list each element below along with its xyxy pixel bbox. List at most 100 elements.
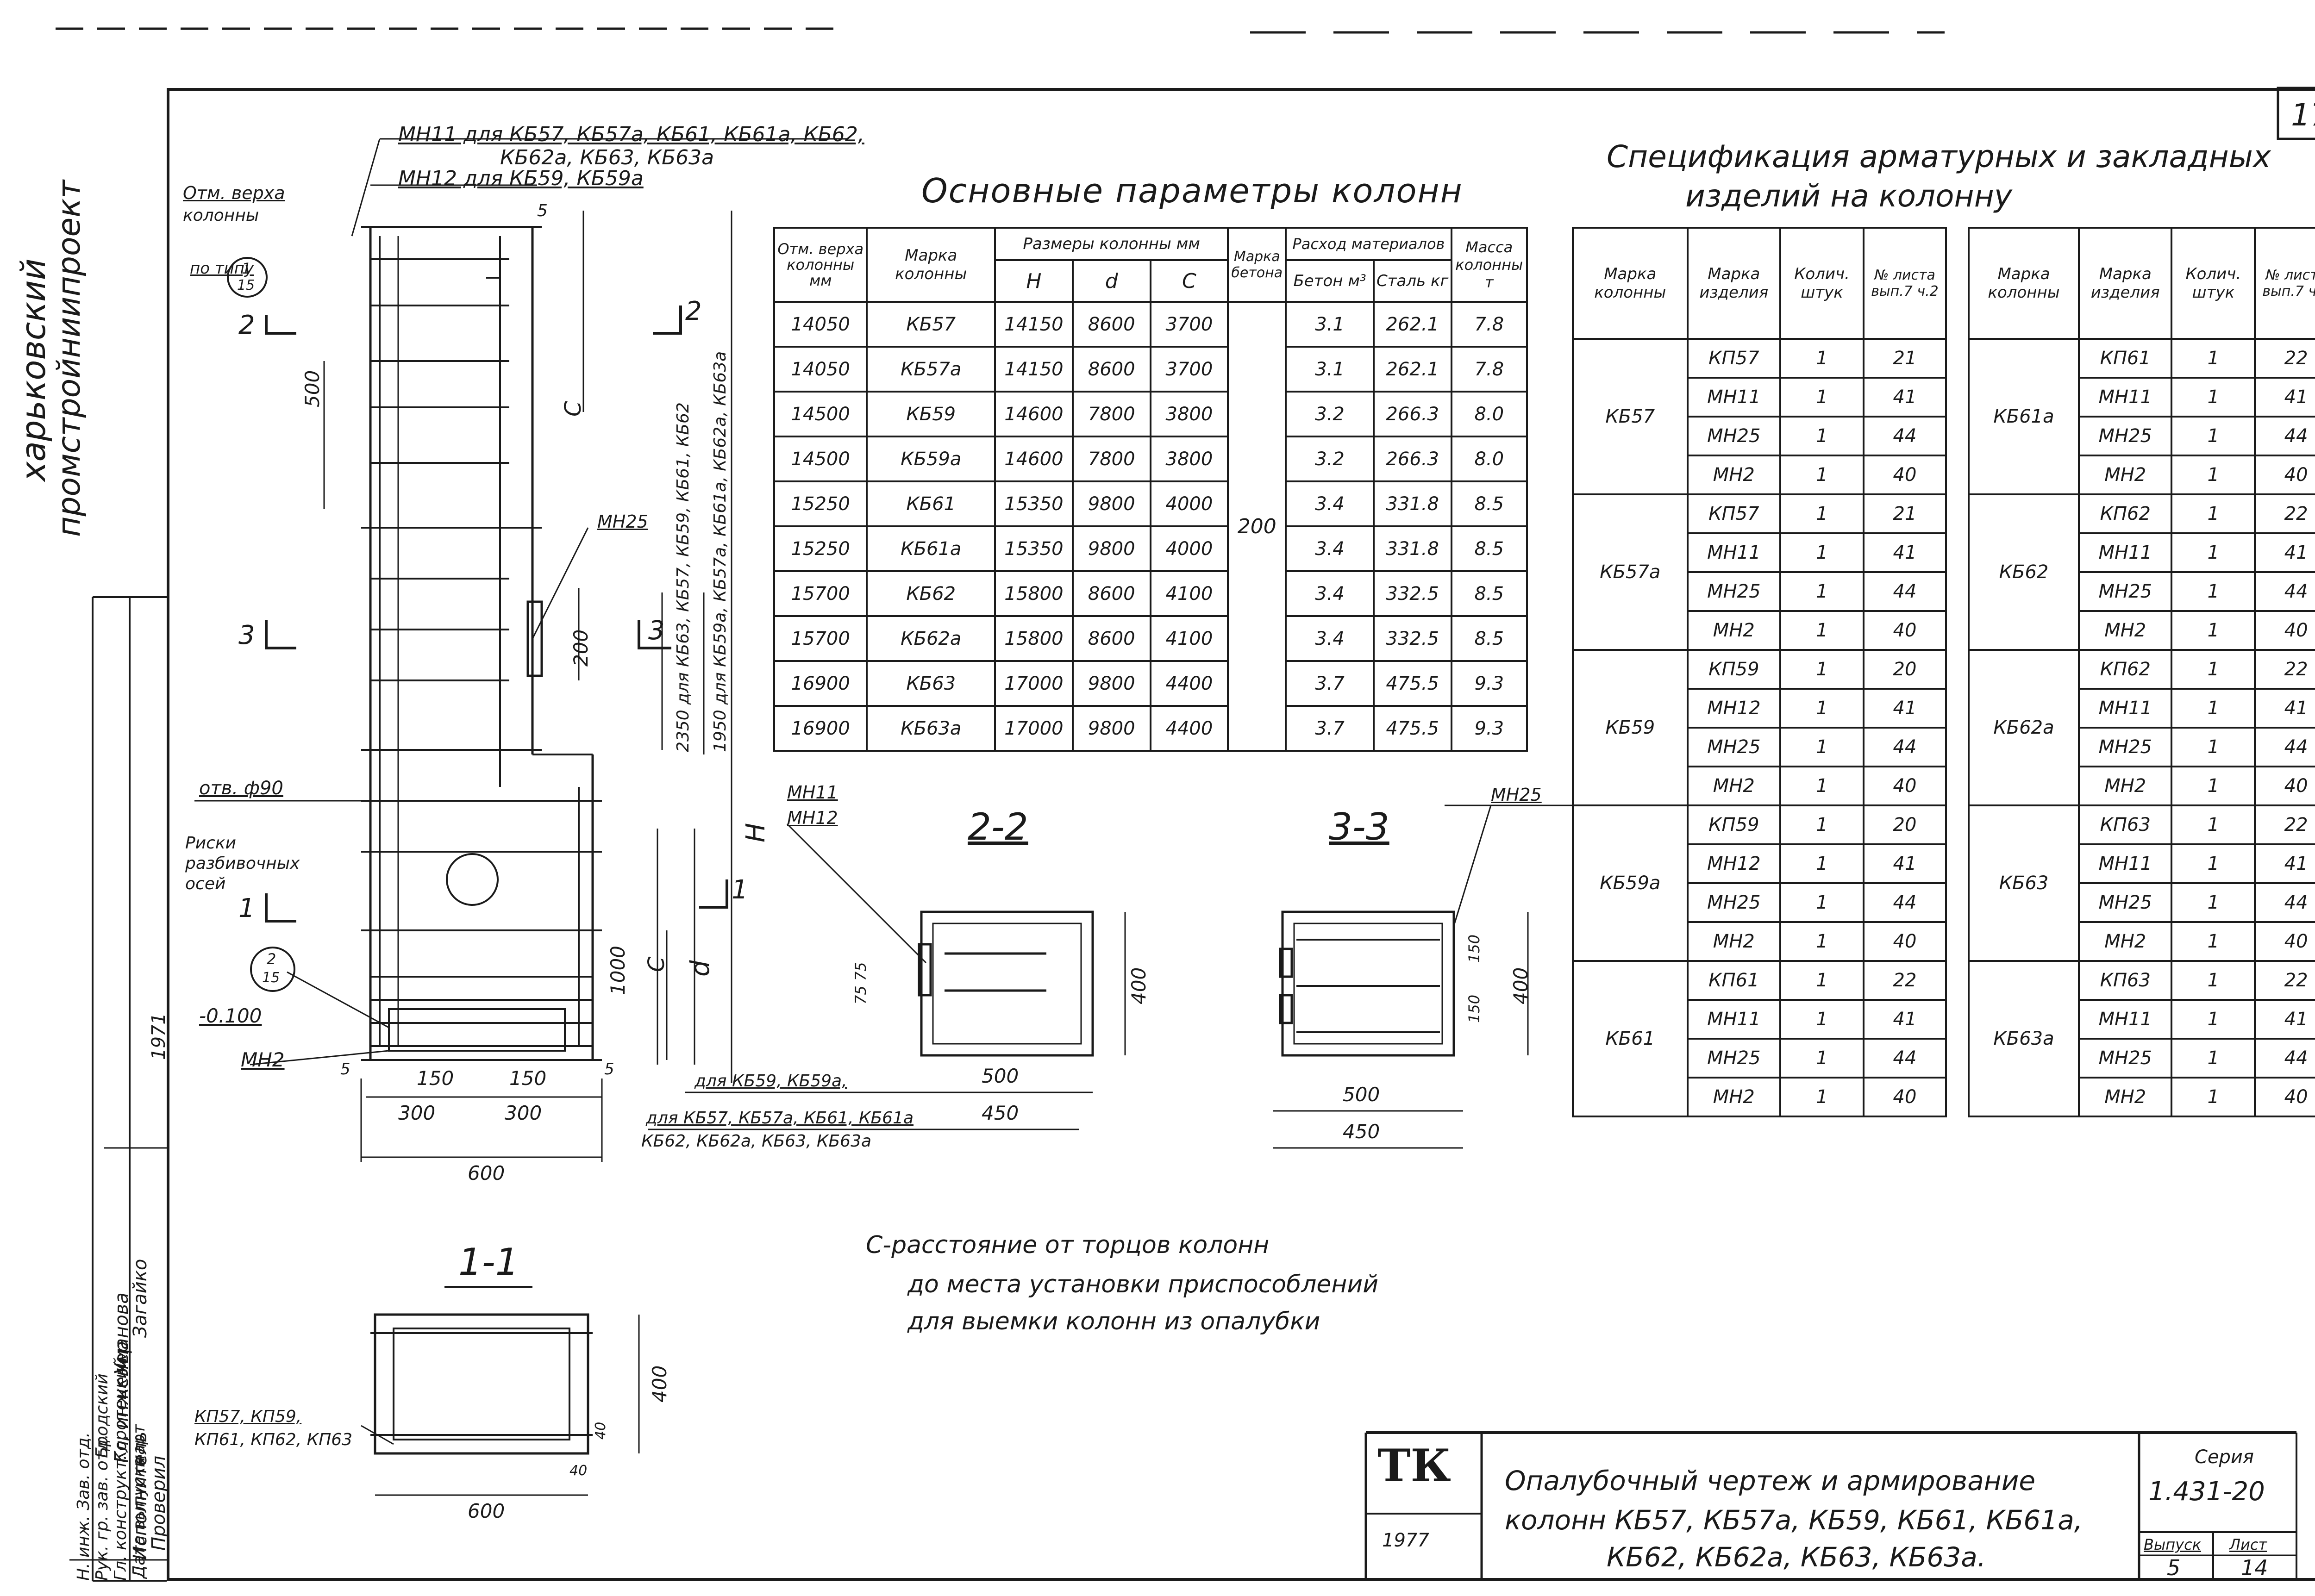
dim-150-b: 150 [509, 1067, 547, 1090]
spec-table-left: Марка колонны Марка изделия Колич. штук … [1572, 227, 1947, 1117]
spec-cell: 41 [1863, 532, 1947, 573]
spec-cell: 1 [2171, 493, 2256, 534]
spec-cell: 1 [1779, 610, 1865, 651]
spec-cell: МН2 [2078, 1077, 2173, 1117]
sheet-frame [167, 88, 2315, 1581]
spec-cell: 1 [2171, 882, 2256, 923]
tb-name-5: Бродский [93, 1373, 112, 1458]
s22-dim-75: 75 75 [852, 962, 870, 1004]
spec-cell: 22 [2254, 804, 2315, 845]
params-cell: 266.3 [1372, 436, 1452, 482]
spec-cell: МН25 [1686, 727, 1782, 767]
params-cell: КБ57 [866, 301, 996, 348]
section-3-3-title: 3-3 [1329, 805, 1389, 848]
params-cell: 9.3 [1450, 660, 1528, 707]
params-cell: КБ61а [866, 525, 996, 572]
params-cell: КБ63а [866, 705, 996, 752]
params-cell: КБ62а [866, 615, 996, 662]
params-cell: 8.0 [1450, 436, 1528, 482]
s33-dim-450: 450 [1343, 1120, 1380, 1143]
s33-dim-500: 500 [1343, 1083, 1380, 1106]
params-cell: 15700 [773, 570, 868, 617]
params-cell: 475.5 [1372, 660, 1452, 707]
spec-cell: 40 [1863, 921, 1947, 962]
spec-cell: МН25 [2078, 882, 2173, 923]
vert-1950-note: 1950 для КБ59а, КБ57а, КБ61а, КБ62а, КБ6… [711, 351, 730, 752]
s11-dim-40-b: 40 [569, 1463, 588, 1479]
section-1-1-title: 1-1 [458, 1241, 519, 1284]
s33-mn25: МН25 [1491, 785, 1542, 805]
params-cell: 8600 [1071, 346, 1151, 393]
spec-cell: 41 [1863, 688, 1947, 729]
params-cell: 3.4 [1285, 525, 1375, 572]
params-cell: 3.7 [1285, 660, 1375, 707]
sh-kolonna-r: Марка колонны [1967, 227, 2080, 340]
s11-kp-1: КП57, КП59, [194, 1407, 302, 1426]
spec-column-mark: КБ59 [1572, 649, 1689, 806]
spec-cell: 1 [2171, 610, 2256, 651]
spec-cell: 1 [2171, 688, 2256, 729]
s22-dim-400: 400 [1127, 967, 1150, 1004]
spec-cell: 1 [1779, 1038, 1865, 1079]
spec-cell: 20 [1863, 804, 1947, 845]
spec-cell: 41 [2254, 843, 2315, 884]
ph-marka: Марка колонны [866, 227, 996, 303]
spec-title-line1: Спецификация арматурных и закладных [1607, 139, 2271, 175]
section-mark-2-right: 2 [685, 296, 702, 326]
dim-200: 200 [569, 629, 592, 667]
spec-cell: МН11 [2078, 843, 2173, 884]
spec-cell: 1 [2171, 1038, 2256, 1079]
params-cell: 3800 [1149, 391, 1229, 437]
spec-cell: 41 [1863, 377, 1947, 418]
params-cell: 332.5 [1372, 570, 1452, 617]
sh-list-r: № листа вып.7 ч.2 [2254, 227, 2315, 340]
params-cell: 8600 [1071, 570, 1151, 617]
params-cell: 3.2 [1285, 436, 1375, 482]
spec-cell: 21 [1863, 493, 1947, 534]
section-mark-3-left: 3 [238, 620, 255, 650]
params-cell: 14600 [994, 436, 1074, 482]
params-cell: 14050 [773, 301, 868, 348]
params-cell: 7.8 [1450, 346, 1528, 393]
params-cell: 4400 [1149, 705, 1229, 752]
params-table: Отм. верха колонны мм Марка колонны Разм… [773, 227, 1528, 752]
spec-cell: МН11 [1686, 999, 1782, 1040]
params-cell: 9800 [1071, 525, 1151, 572]
sh-list-l: № листа вып.7 ч.2 [1863, 227, 1947, 340]
ph-H: H [994, 259, 1074, 303]
sh-izdelie-l: Марка изделия [1686, 227, 1782, 340]
spec-cell: 1 [1779, 1077, 1865, 1117]
spec-cell: 1 [1779, 921, 1865, 962]
spec-cell: МН2 [2078, 455, 2173, 495]
spec-cell: МН12 [1686, 843, 1782, 884]
params-cell: 4000 [1149, 480, 1229, 527]
params-cell: 262.1 [1372, 346, 1452, 393]
spec-cell: МН2 [1686, 766, 1782, 806]
kolonny-label: колонны [183, 206, 259, 225]
params-cell: 9800 [1071, 660, 1151, 707]
list-value: 14 [2241, 1555, 2268, 1580]
spec-cell: 1 [2171, 416, 2256, 456]
spec-column-mark: КБ61а [1967, 338, 2080, 495]
spec-cell: 44 [2254, 727, 2315, 767]
spec-cell: 44 [1863, 416, 1947, 456]
params-cell: КБ59 [866, 391, 996, 437]
s11-kp-2: КП61, КП62, КП63 [194, 1430, 353, 1449]
